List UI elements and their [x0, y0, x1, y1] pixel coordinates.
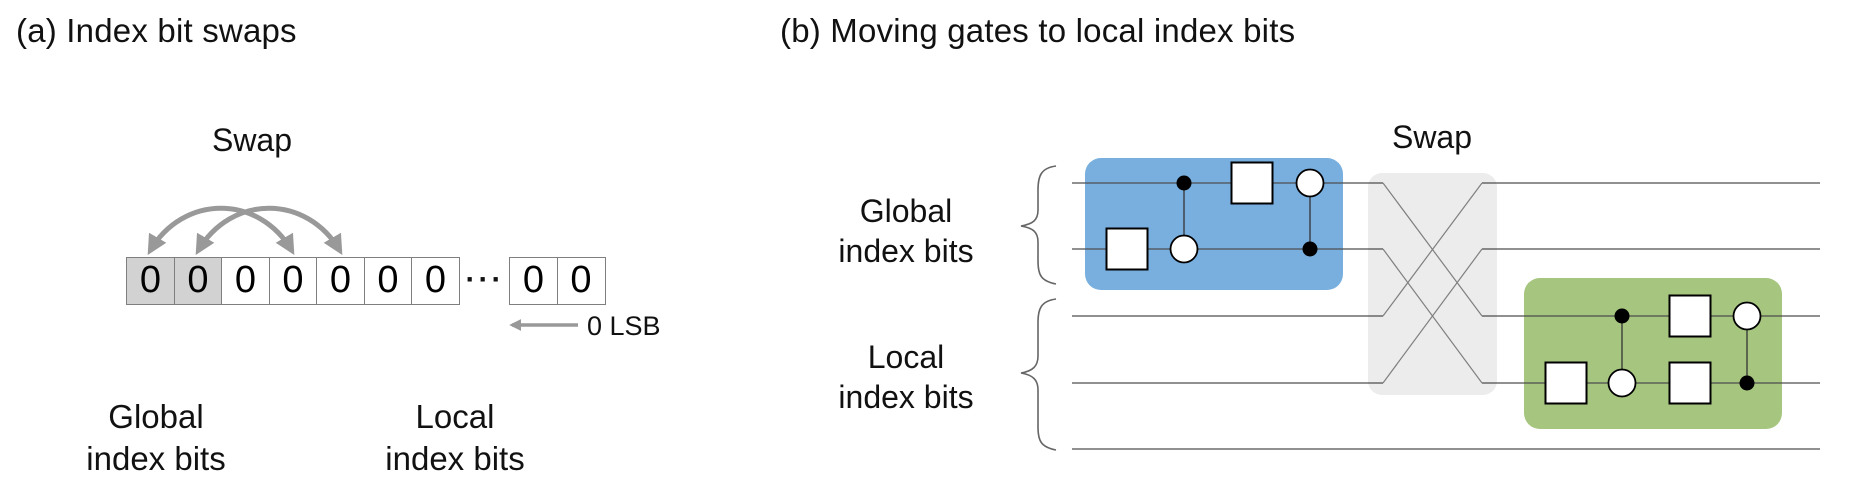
- global-label-line1: Global: [108, 398, 204, 435]
- global-gates-box: [1085, 158, 1343, 290]
- global-label-line1: Global: [859, 193, 953, 229]
- bit-cell: 0: [509, 257, 558, 305]
- unitary-gate-square: [1230, 161, 1274, 205]
- global-wires-brace: [1020, 165, 1057, 285]
- swap-arc-bits-1-4: [195, 205, 343, 256]
- target-circle: [1295, 168, 1325, 198]
- panel-b-swap-label: Swap: [1391, 119, 1473, 155]
- bit-cell: 0: [363, 257, 413, 305]
- panel-a-title: (a) Index bit swaps: [16, 12, 297, 49]
- panel-b-global-label: Global index bits: [806, 191, 1006, 271]
- bit-cell-global: 0: [173, 257, 223, 305]
- bit-cell: 0: [316, 257, 365, 305]
- control-dot: [1739, 375, 1755, 391]
- bit-array-left: 0 0 0 0 0 0 0: [126, 257, 460, 305]
- control-dot: [1302, 241, 1318, 257]
- local-gates: [1544, 294, 1762, 405]
- local-label-line2: index bits: [385, 440, 525, 477]
- panel-b-local-label: Local index bits: [806, 337, 1006, 417]
- bit-cell: 0: [556, 257, 606, 305]
- panel-a-local-label: Local index bits: [355, 396, 555, 480]
- swap-region-box: [1368, 173, 1497, 395]
- bit-cell: 0: [221, 257, 270, 305]
- panel-a-swap-label: Swap: [211, 122, 293, 158]
- circuit-wires: [1072, 182, 1820, 450]
- swap-arc-bits-0-3: [147, 205, 295, 256]
- panel-a-global-label: Global index bits: [56, 396, 256, 480]
- unitary-gate-square: [1668, 294, 1712, 338]
- bit-array-right: 0 0: [509, 257, 606, 305]
- global-label-line2: index bits: [86, 440, 226, 477]
- target-circle: [1607, 368, 1637, 398]
- panel-b-title: (b) Moving gates to local index bits: [780, 12, 1296, 49]
- control-dot: [1614, 308, 1630, 324]
- local-wires-brace: [1020, 298, 1057, 451]
- swap-crossing-3-to-1: [1382, 182, 1483, 317]
- local-label-line1: Local: [867, 339, 945, 375]
- swap-crossings: [1382, 182, 1483, 384]
- local-label-line1: Local: [415, 398, 495, 435]
- bit-cell: 0: [268, 257, 318, 305]
- global-gates: [1105, 161, 1325, 271]
- global-label-line2: index bits: [838, 233, 974, 269]
- target-circle: [1732, 301, 1762, 331]
- unitary-gate-square: [1544, 361, 1588, 405]
- bit-cell: 0: [411, 257, 460, 305]
- bit-cell-global: 0: [126, 257, 175, 305]
- unitary-gate-square: [1105, 227, 1149, 271]
- swap-crossing-4-to-2: [1382, 248, 1483, 384]
- bit-array-ellipsis: ···: [465, 263, 505, 296]
- local-gates-box: [1524, 278, 1782, 429]
- control-dot: [1176, 175, 1192, 191]
- local-label-line2: index bits: [838, 379, 974, 415]
- lsb-label: 0 LSB: [587, 311, 661, 341]
- target-circle: [1169, 234, 1199, 264]
- unitary-gate-square: [1668, 361, 1712, 405]
